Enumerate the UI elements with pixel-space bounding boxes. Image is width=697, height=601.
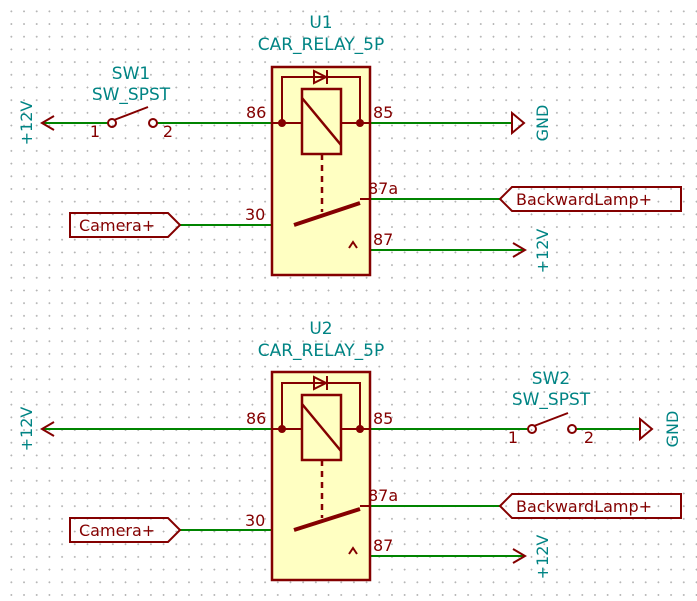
sw1-ref: SW1 xyxy=(112,64,150,84)
u2-pin87a: 87a xyxy=(368,486,398,505)
u1-pin30: 30 xyxy=(245,205,265,224)
power-gnd-symbol-2[interactable]: GND xyxy=(639,411,682,448)
u2-value: CAR_RELAY_5P xyxy=(258,341,385,361)
u1-pin87: 87 xyxy=(373,230,393,249)
power-vcc87-label-2: +12V xyxy=(533,535,552,580)
u2-pin85: 85 xyxy=(373,409,393,428)
label-camera-2[interactable]: Camera+ xyxy=(69,517,182,543)
switch-sw1[interactable]: SW1 SW_SPST 1 2 xyxy=(90,64,173,141)
u1-pin87a: 87a xyxy=(368,179,398,198)
u2-pin30: 30 xyxy=(245,511,265,530)
sw1-pin2: 2 xyxy=(163,122,173,141)
bottom-circuit: +12V U2 CAR_RELAY_5P 86 85 30 87a 87 xyxy=(17,319,682,582)
sw2-pin2: 2 xyxy=(584,428,594,447)
u2-junction-85 xyxy=(356,425,364,433)
power-vcc-symbol[interactable]: +12V xyxy=(17,101,55,146)
u2-pin86: 86 xyxy=(246,409,266,428)
u1-diode-icon xyxy=(313,69,329,85)
power-gnd-label: GND xyxy=(533,105,552,142)
label-backwardlamp-2[interactable]: BackwardLamp+ xyxy=(498,493,682,519)
u1-pin85: 85 xyxy=(373,103,393,122)
sw2-pin1: 1 xyxy=(508,428,518,447)
label-camera-1[interactable]: Camera+ xyxy=(69,212,182,238)
u2-ref: U2 xyxy=(309,319,332,339)
power-vcc-label-2: +12V xyxy=(17,407,36,452)
label-backwardlamp-1[interactable]: BackwardLamp+ xyxy=(498,186,682,212)
u2-diode-icon xyxy=(313,375,329,391)
switch-sw2[interactable]: SW2 SW_SPST 1 2 xyxy=(508,369,594,447)
sw2-value: SW_SPST xyxy=(512,390,591,410)
power-vcc-symbol-2[interactable]: +12V xyxy=(17,407,55,452)
power-gnd-symbol[interactable]: GND xyxy=(511,105,552,142)
u1-ref: U1 xyxy=(309,13,332,33)
sw1-value: SW_SPST xyxy=(92,85,171,105)
u2-junction-86 xyxy=(278,425,286,433)
power-vcc-label: +12V xyxy=(17,101,36,146)
power-vcc87-symbol[interactable]: +12V xyxy=(512,229,552,274)
label-backwardlamp-2-text: BackwardLamp+ xyxy=(516,497,652,516)
power-vcc87-symbol-2[interactable]: +12V xyxy=(512,535,552,580)
relay-u2[interactable]: U2 CAR_RELAY_5P 86 85 30 87a 87 xyxy=(245,319,398,582)
sw2-ref: SW2 xyxy=(532,369,570,389)
u2-pin87: 87 xyxy=(373,536,393,555)
u1-pin86: 86 xyxy=(246,103,266,122)
power-vcc87-label: +12V xyxy=(533,229,552,274)
u1-value: CAR_RELAY_5P xyxy=(258,35,385,55)
relay-u1[interactable]: U1 CAR_RELAY_5P 86 85 30 87a 87 xyxy=(245,13,398,277)
u1-junction-86 xyxy=(278,119,286,127)
label-camera-2-text: Camera+ xyxy=(79,521,155,540)
sw1-pin1: 1 xyxy=(90,122,100,141)
label-camera-1-text: Camera+ xyxy=(79,216,155,235)
top-circuit: +12V SW1 SW_SPST 1 2 U1 CAR_RELAY_5P xyxy=(17,13,682,277)
u1-junction-85 xyxy=(356,119,364,127)
power-gnd-label-2: GND xyxy=(663,411,682,448)
label-backwardlamp-1-text: BackwardLamp+ xyxy=(516,190,652,209)
